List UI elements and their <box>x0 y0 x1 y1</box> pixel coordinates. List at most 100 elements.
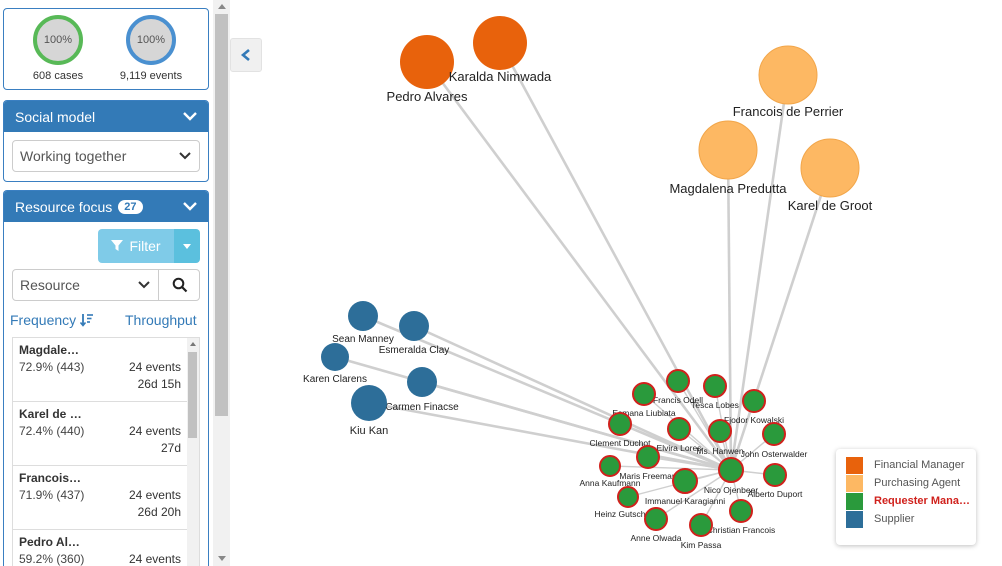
graph-node[interactable]: Esmana Liubiata <box>612 382 676 418</box>
sidebar-scrollbar-thumb[interactable] <box>215 14 228 416</box>
sort-frequency-link[interactable]: Frequency <box>10 312 94 328</box>
graph-node[interactable]: Maris Freeman <box>619 445 677 481</box>
graph-node[interactable]: Ms. Hanwen <box>696 419 744 456</box>
role-legend: Financial Manager Purchasing Agent Reque… <box>836 449 976 545</box>
list-item[interactable]: Pedro Al… 59.2% (360) 24 events <box>13 530 187 566</box>
graph-node[interactable]: Tesca Lobes <box>691 374 739 410</box>
node-circle[interactable] <box>758 45 818 105</box>
node-circle[interactable] <box>718 457 744 483</box>
social-model-panel: Social model Working together <box>3 100 209 182</box>
graph-node[interactable]: Francis Odell <box>653 369 703 405</box>
sort-throughput-link[interactable]: Throughput <box>125 312 197 328</box>
graph-node[interactable]: Elvira Lores <box>657 417 702 453</box>
edge <box>729 74 790 471</box>
node-circle[interactable] <box>321 343 349 371</box>
graph-node[interactable]: John Osterwalder <box>741 422 808 459</box>
social-model-header[interactable]: Social model <box>4 101 208 132</box>
graph-node[interactable]: Magdalena Predutta <box>669 120 787 196</box>
graph-node[interactable]: Fjodor Kowalski <box>724 389 784 425</box>
node-circle[interactable] <box>348 301 378 331</box>
node-label: Karalda Nimwada <box>449 69 552 84</box>
graph-node[interactable]: Anne Olwada <box>630 507 682 543</box>
node-circle[interactable] <box>703 374 727 398</box>
graph-node[interactable]: Christian Francois <box>707 499 776 535</box>
node-circle[interactable] <box>400 35 454 89</box>
chevron-down-icon[interactable] <box>182 109 198 123</box>
cases-label: 608 cases <box>32 70 84 82</box>
node-circle[interactable] <box>729 499 753 523</box>
node-circle[interactable] <box>407 367 437 397</box>
chevron-down-icon[interactable] <box>182 199 198 213</box>
cases-stat[interactable]: 100% 608 cases <box>18 15 98 82</box>
graph-node[interactable]: Karel de Groot <box>788 138 873 213</box>
legend-item-supplier[interactable]: Supplier <box>846 510 914 528</box>
graph-node[interactable]: Kim Passa <box>681 513 722 550</box>
graph-node[interactable]: Alberto Duport <box>748 463 803 499</box>
graph-node[interactable]: Immanuel Karagianni <box>645 468 725 506</box>
collapse-sidebar-button[interactable] <box>230 38 262 72</box>
node-label: Kim Passa <box>681 540 722 550</box>
node-circle[interactable] <box>617 486 639 508</box>
list-scrollbar[interactable] <box>187 338 199 566</box>
node-circle[interactable] <box>636 445 660 469</box>
events-stat[interactable]: 100% 9,119 events <box>111 15 191 82</box>
resource-type-select[interactable]: Resource <box>12 269 159 301</box>
edge <box>655 469 732 520</box>
legend-item-purchasing-agent[interactable]: Purchasing Agent <box>846 474 960 492</box>
node-circle[interactable] <box>644 507 668 531</box>
graph-node[interactable]: Pedro Alvares <box>387 35 468 104</box>
scroll-up-arrow-icon[interactable] <box>218 4 226 9</box>
social-model-select[interactable]: Working together <box>12 140 200 172</box>
resource-focus-title: Resource focus <box>15 198 113 215</box>
node-circle[interactable] <box>762 422 786 446</box>
node-circle[interactable] <box>800 138 860 198</box>
node-label: Esmana Liubiata <box>612 408 676 418</box>
graph-node[interactable]: Francois de Perrier <box>733 45 844 119</box>
resource-focus-header[interactable]: Resource focus 27 <box>4 191 208 222</box>
node-circle[interactable] <box>632 382 656 406</box>
edge <box>425 61 733 471</box>
graph-node[interactable]: Nico Ojenbeer <box>704 457 759 495</box>
node-circle[interactable] <box>351 385 387 421</box>
node-circle[interactable] <box>599 455 621 477</box>
graph-node[interactable]: Heinz Gutschmidt <box>594 486 662 519</box>
node-circle[interactable] <box>698 120 758 180</box>
graph-node[interactable]: Esmeralda Clay <box>379 311 450 356</box>
node-circle[interactable] <box>667 417 691 441</box>
node-circle[interactable] <box>763 463 787 487</box>
graph-node[interactable]: Karen Clarens <box>303 343 367 385</box>
legend-item-financial-manager[interactable]: Financial Manager <box>846 456 965 474</box>
edge <box>413 324 732 472</box>
graph-node[interactable]: Kiu Kan <box>350 385 389 437</box>
filter-dropdown-toggle[interactable] <box>174 229 200 263</box>
scroll-up-arrow-icon[interactable] <box>190 342 196 346</box>
node-circle[interactable] <box>473 16 527 70</box>
search-button[interactable] <box>158 269 200 301</box>
legend-item-requester-manager[interactable]: Requester Mana… <box>846 492 970 510</box>
node-circle[interactable] <box>742 389 766 413</box>
node-circle[interactable] <box>672 468 698 494</box>
graph-node[interactable]: Karalda Nimwada <box>449 16 552 84</box>
graph-node[interactable]: Clement Duchot <box>590 412 652 448</box>
node-circle[interactable] <box>689 513 713 537</box>
cases-percent-ring: 100% <box>33 15 83 65</box>
scroll-down-arrow-icon[interactable] <box>218 556 226 561</box>
list-scrollbar-thumb[interactable] <box>188 352 197 438</box>
legend-swatch <box>846 492 863 510</box>
node-circle[interactable] <box>708 419 732 443</box>
list-item[interactable]: Karel de … 72.4% (440) 24 events 27d <box>13 402 187 466</box>
graph-node[interactable]: Anna Kaufmann <box>580 455 641 488</box>
node-circle[interactable] <box>608 412 632 436</box>
graph-node[interactable]: Carmen Finacse <box>385 367 459 413</box>
filter-label: Filter <box>129 238 161 254</box>
sidebar-scrollbar[interactable] <box>213 0 230 566</box>
list-item[interactable]: Francois… 71.9% (437) 24 events 26d 20h <box>13 466 187 530</box>
filter-button[interactable]: Filter <box>98 229 174 263</box>
graph-node[interactable]: Sean Manney <box>332 301 394 345</box>
list-item[interactable]: Magdale… 72.9% (443) 24 events 26d 15h <box>13 338 187 402</box>
node-circle[interactable] <box>666 369 690 393</box>
chevron-down-icon <box>138 281 150 289</box>
node-circle[interactable] <box>399 311 429 341</box>
